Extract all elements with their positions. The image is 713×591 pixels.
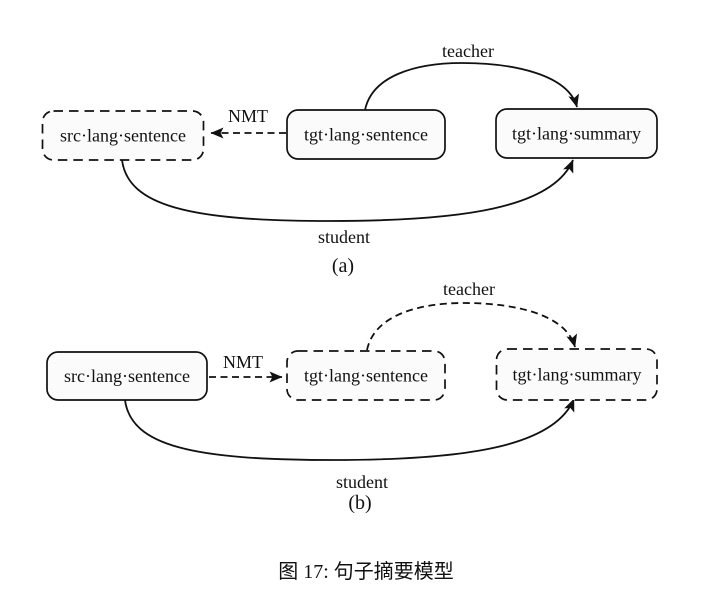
box-src-lang-sentence-b-label: src·lang·sentence <box>64 366 190 386</box>
panel-b-label: (b) <box>348 492 371 514</box>
box-src-lang-sentence-a-label: src·lang·sentence <box>60 126 186 146</box>
figure-caption: 图 17: 句子摘要模型 <box>278 560 454 583</box>
box-tgt-lang-sentence-a <box>286 109 446 160</box>
student-arrow-a <box>121 159 574 222</box>
box-tgt-lang-sentence-b-label: tgt·lang·sentence <box>304 366 428 386</box>
student-arrow-a-label: student <box>318 227 370 247</box>
nmt-arrow-a-label: NMT <box>228 106 268 126</box>
box-tgt-lang-summary-b-label: tgt·lang·summary <box>513 365 642 385</box>
box-tgt-lang-summary-a-label: tgt·lang·summary <box>512 124 641 144</box>
box-src-lang-sentence-a <box>41 110 205 161</box>
box-tgt-lang-summary-b <box>495 348 658 401</box>
teacher-arrow-b <box>366 302 577 351</box>
teacher-arrow-a-label: teacher <box>442 41 494 61</box>
panel-b: teacher NMT student src·lang·sentence tg… <box>46 279 658 514</box>
teacher-arrow-a <box>364 62 579 111</box>
student-arrow-b <box>124 398 575 461</box>
box-tgt-lang-summary-a <box>495 108 658 159</box>
box-tgt-lang-sentence-b <box>286 350 446 401</box>
teacher-arrow-b-label: teacher <box>443 279 495 299</box>
box-tgt-lang-sentence-a-label: tgt·lang·sentence <box>304 125 428 145</box>
student-arrow-b-label: student <box>336 472 388 492</box>
nmt-arrow-b-label: NMT <box>223 352 263 372</box>
panel-a-label: (a) <box>332 255 354 277</box>
box-src-lang-sentence-b <box>46 351 208 401</box>
panel-a: teacher NMT student src·lang·sentence tg… <box>41 41 658 277</box>
